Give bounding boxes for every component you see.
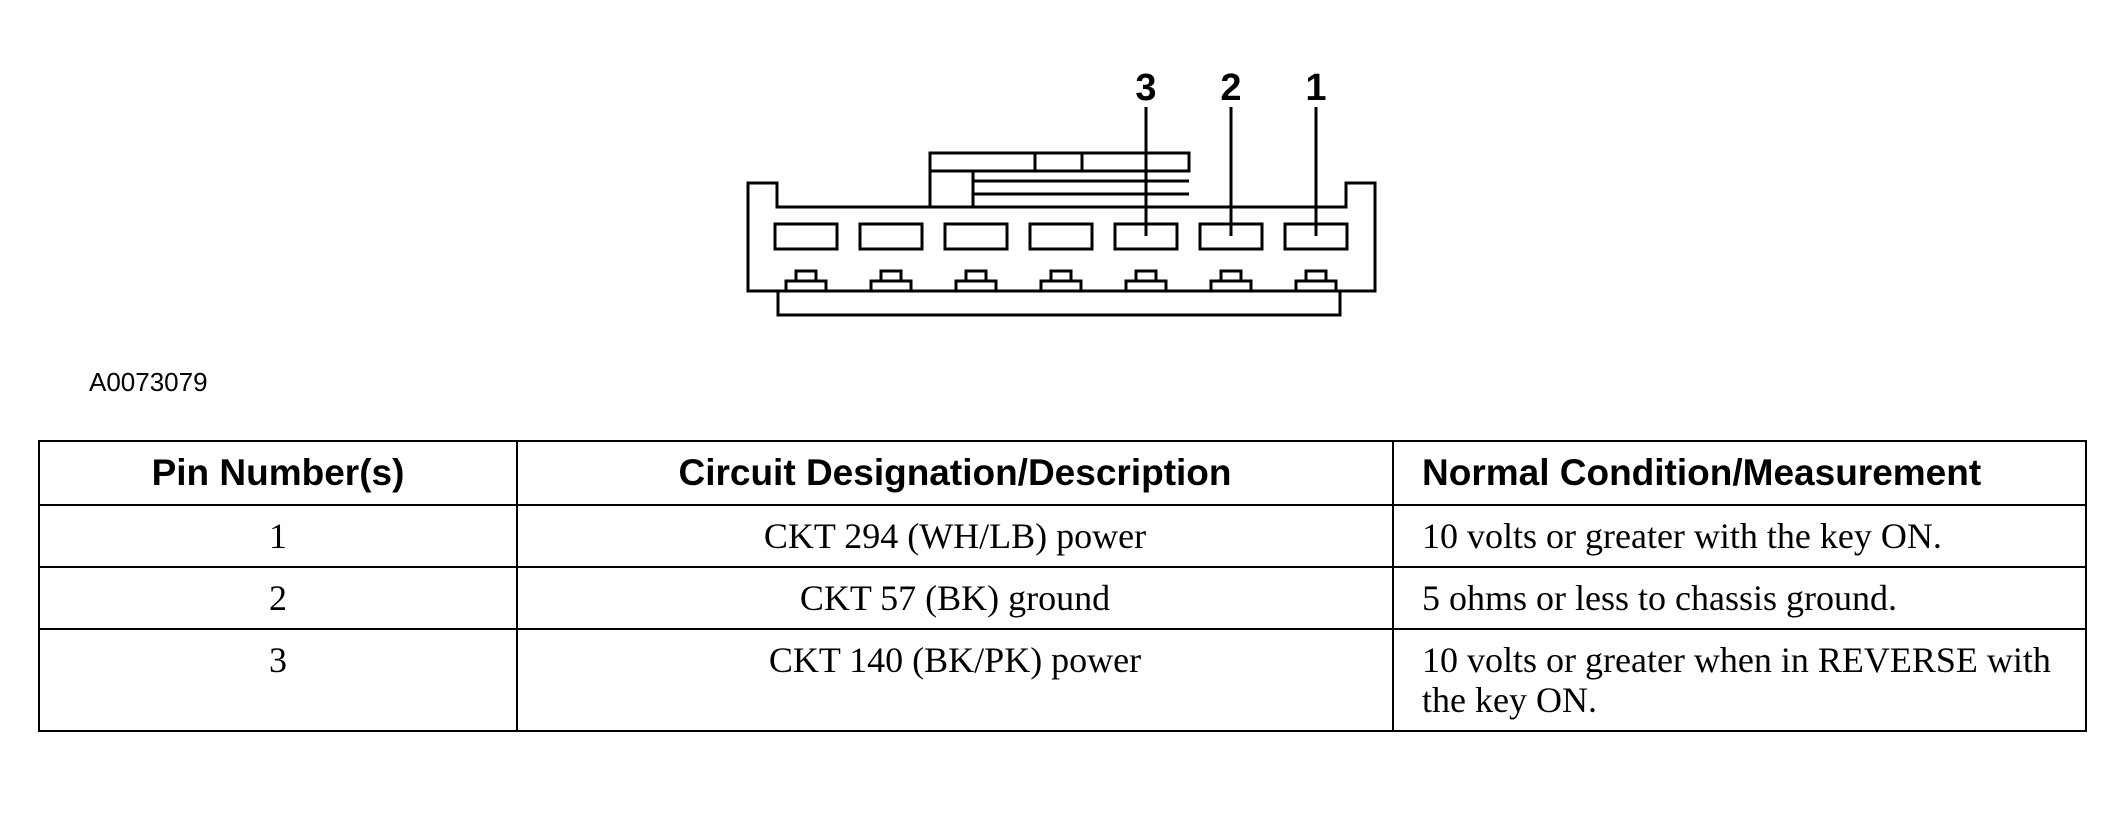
condition-cell: 5 ohms or less to chassis ground. xyxy=(1392,566,2087,630)
terminal-tab-5 xyxy=(954,269,998,293)
condition-cell: 10 volts or greater when in REVERSE with… xyxy=(1392,628,2087,732)
terminal-tab-2 xyxy=(1209,269,1253,293)
condition-cell: 10 volts or greater with the key ON. xyxy=(1392,504,2087,568)
pin-cavity-4 xyxy=(1028,222,1094,251)
table-row: 1 CKT 294 (WH/LB) power 10 volts or grea… xyxy=(38,504,2087,568)
header-pin-numbers: Pin Number(s) xyxy=(38,440,518,506)
pin-callout-1: 1 xyxy=(1305,67,1326,109)
terminal-tab-3 xyxy=(1124,269,1168,293)
pinout-table: Pin Number(s) Circuit Designation/Descri… xyxy=(38,440,2087,732)
terminal-tab-7 xyxy=(784,269,828,293)
circuit-cell: CKT 294 (WH/LB) power xyxy=(516,504,1394,568)
header-circuit-designation: Circuit Designation/Description xyxy=(516,440,1394,506)
callout-lines xyxy=(1144,107,1318,236)
connector-base xyxy=(776,289,1342,317)
pin-cavity-6 xyxy=(858,222,924,251)
pin-callout-3: 3 xyxy=(1135,67,1156,109)
circuit-cell: CKT 140 (BK/PK) power xyxy=(516,628,1394,732)
terminal-tab-1 xyxy=(1294,269,1338,293)
connector-diagram: 3 2 1 xyxy=(746,67,1377,317)
table-row: 2 CKT 57 (BK) ground 5 ohms or less to c… xyxy=(38,566,2087,630)
table-header-row: Pin Number(s) Circuit Designation/Descri… xyxy=(38,440,2087,506)
terminal-tabs xyxy=(784,269,1338,293)
pin-cavity-5 xyxy=(943,222,1009,251)
pin-cavity-7 xyxy=(773,222,839,251)
pin-number-cell: 3 xyxy=(38,628,518,732)
connector-latch xyxy=(928,151,1191,209)
table-row: 3 CKT 140 (BK/PK) power 10 volts or grea… xyxy=(38,628,2087,732)
pin-number-cell: 1 xyxy=(38,504,518,568)
figure-id: A0073079 xyxy=(89,367,208,397)
terminal-tab-6 xyxy=(869,269,913,293)
pin-callout-2: 2 xyxy=(1220,67,1241,109)
circuit-cell: CKT 57 (BK) ground xyxy=(516,566,1394,630)
connector-body xyxy=(746,181,1377,293)
pin-number-cell: 2 xyxy=(38,566,518,630)
terminal-tab-4 xyxy=(1039,269,1083,293)
header-normal-condition: Normal Condition/Measurement xyxy=(1392,440,2087,506)
pin-cavities xyxy=(773,222,1349,251)
